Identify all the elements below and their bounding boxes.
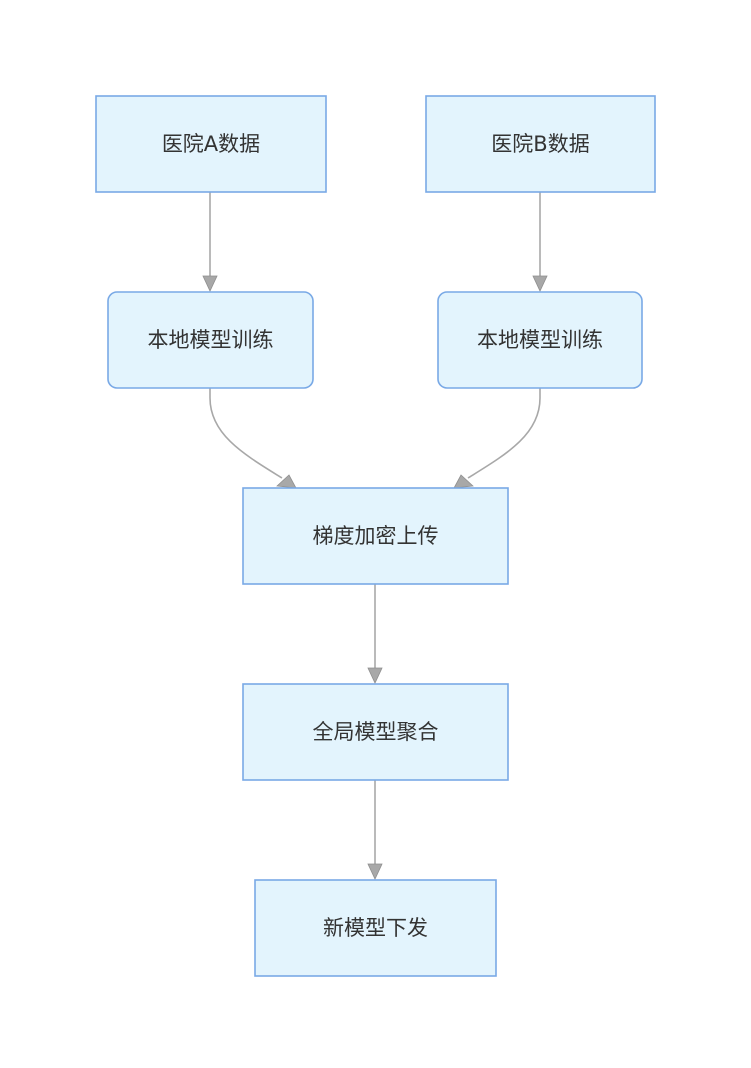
node-box (425, 95, 656, 193)
node-box (437, 291, 643, 389)
node-global-model-aggregation[interactable]: 全局模型聚合 (242, 683, 509, 781)
edge-train-a-to-upload (209, 388, 297, 489)
nodes: 医院A数据 医院B数据 本地模型训练 本地模型训练 梯度加密上传 全局模型聚合 … (95, 95, 656, 977)
edge-line (209, 388, 283, 479)
arrow-head (276, 474, 297, 489)
node-label: 医院B数据 (491, 132, 589, 156)
edge-aggregate-to-distribute (367, 780, 383, 880)
node-label: 全局模型聚合 (313, 720, 439, 744)
node-label: 梯度加密上传 (313, 524, 439, 548)
arrow-head (367, 667, 383, 684)
arrow-head (367, 863, 383, 880)
node-box (107, 291, 314, 389)
node-local-training-b[interactable]: 本地模型训练 (437, 291, 643, 389)
node-box (254, 879, 497, 977)
node-new-model-distribution[interactable]: 新模型下发 (254, 879, 497, 977)
node-label: 本地模型训练 (148, 328, 274, 352)
node-box (242, 487, 509, 585)
node-gradient-encrypted-upload[interactable]: 梯度加密上传 (242, 487, 509, 585)
node-hospital-b-data[interactable]: 医院B数据 (425, 95, 656, 193)
node-hospital-a-data[interactable]: 医院A数据 (95, 95, 327, 193)
node-box (242, 683, 509, 781)
edge-line (467, 388, 541, 479)
node-label: 新模型下发 (323, 916, 428, 940)
edges (202, 192, 548, 880)
arrow-head (453, 474, 474, 489)
node-label: 本地模型训练 (477, 328, 603, 352)
edge-hospital-a-to-train-a (202, 192, 218, 292)
arrow-head (202, 275, 218, 292)
edge-upload-to-aggregate (367, 584, 383, 684)
node-label: 医院A数据 (162, 132, 260, 156)
edge-hospital-b-to-train-b (532, 192, 548, 292)
edge-train-b-to-upload (453, 388, 541, 489)
node-box (95, 95, 327, 193)
arrow-head (532, 275, 548, 292)
node-local-training-a[interactable]: 本地模型训练 (107, 291, 314, 389)
